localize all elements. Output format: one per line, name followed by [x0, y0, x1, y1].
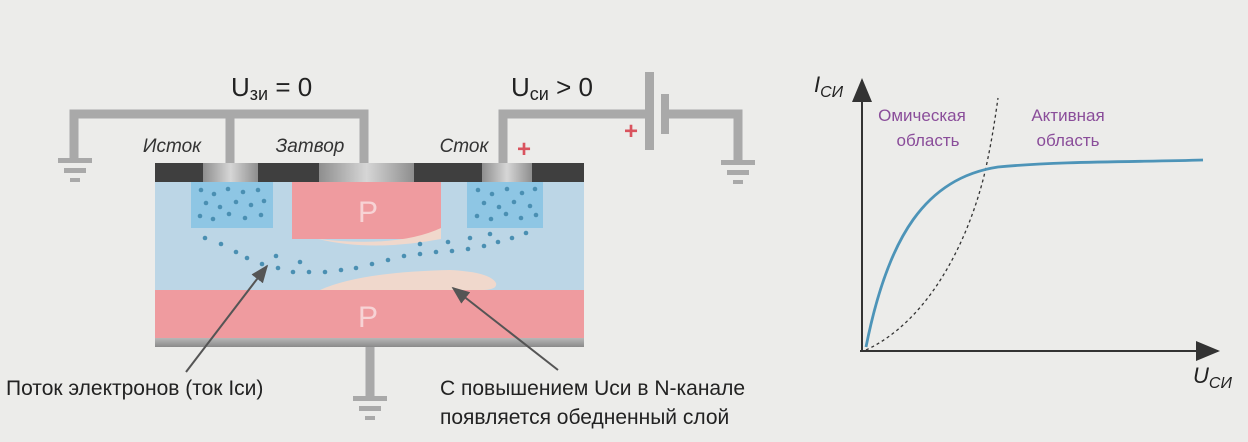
gate-voltage-label: Uзи = 0 — [231, 72, 312, 104]
electron-dot — [306, 269, 312, 275]
top-p-region — [292, 182, 441, 239]
electron-dot — [503, 211, 509, 217]
depletion-caption-line2: появляется обедненный слой — [440, 406, 729, 429]
electron-dot — [475, 187, 481, 193]
electron-dot — [489, 191, 495, 197]
electron-dot — [244, 255, 250, 261]
electron-dot — [210, 216, 216, 222]
ground-icon — [353, 396, 387, 420]
depletion-layer-top — [318, 228, 441, 246]
active-region-label-line2: область — [1037, 131, 1100, 150]
y-axis-label: IСИ — [814, 72, 844, 101]
electron-dot — [338, 267, 344, 273]
depletion-arrow — [451, 286, 559, 371]
electron-dot — [487, 231, 493, 237]
electron-dot — [481, 200, 487, 206]
electron-flow — [197, 186, 539, 275]
electron-dot — [369, 261, 375, 267]
electron-dot — [488, 216, 494, 222]
ground-icon — [721, 160, 755, 184]
transistor-body: P P — [155, 163, 584, 347]
electron-dot — [322, 269, 328, 275]
electron-dot — [445, 239, 451, 245]
electron-dot — [509, 235, 515, 241]
ground-icon — [58, 158, 92, 182]
ohmic-region-label-line2: область — [897, 131, 960, 150]
ohmic-region-label-line1: Омическая — [878, 106, 966, 125]
electron-dot — [202, 235, 208, 241]
electron-dot — [240, 189, 246, 195]
electron-dot — [353, 265, 359, 271]
top-p-label: P — [358, 196, 378, 229]
electron-dot — [226, 211, 232, 217]
electron-dot — [211, 191, 217, 197]
electron-dot — [401, 253, 407, 259]
electron-dot — [225, 186, 231, 192]
electron-dot — [218, 241, 224, 247]
substrate — [155, 338, 584, 347]
electron-dot — [511, 199, 517, 205]
electron-dot — [523, 230, 529, 236]
electron-dot — [203, 200, 209, 206]
electron-dot — [449, 248, 455, 254]
electron-dot — [518, 215, 524, 221]
gate-wire — [69, 109, 369, 164]
electron-dot — [417, 251, 423, 257]
electron-dot — [233, 199, 239, 205]
iv-graph: IСИ UСИ Омическая область Активная облас… — [814, 72, 1232, 392]
electron-dot — [273, 253, 279, 259]
electron-dot — [495, 239, 501, 245]
electron-dot — [290, 269, 296, 275]
electron-dot — [261, 198, 267, 204]
drain-voltage-label: Uси > 0 — [511, 72, 593, 104]
iv-curve — [864, 158, 1204, 348]
electron-dot — [198, 187, 204, 193]
drain-wire — [498, 109, 646, 164]
electron-dot — [258, 212, 264, 218]
source-region — [191, 182, 273, 228]
electron-dot — [385, 257, 391, 263]
battery-wire — [666, 109, 743, 160]
electron-dot — [474, 213, 480, 219]
bottom-p-label: P — [358, 301, 378, 334]
electron-dot — [217, 204, 223, 210]
source-label: Исток — [143, 136, 202, 157]
electron-dot — [532, 186, 538, 192]
x-axis-label: UСИ — [1193, 363, 1232, 392]
electron-dot — [527, 203, 533, 209]
depletion-layer-bottom — [320, 270, 497, 290]
bottom-p-region — [155, 290, 584, 338]
electron-dot — [259, 261, 265, 267]
electron-dot — [248, 202, 254, 208]
electron-dot — [433, 249, 439, 255]
active-region-label-line1: Активная — [1031, 106, 1104, 125]
electron-dot — [481, 243, 487, 249]
electron-dot — [504, 186, 510, 192]
electron-dot — [519, 190, 525, 196]
gate-label: Затвор — [276, 136, 345, 157]
electron-dot — [297, 259, 303, 265]
electron-flow-arrow — [185, 264, 269, 373]
battery-icon — [645, 72, 669, 150]
electron-dot — [275, 265, 281, 271]
electron-dot — [197, 213, 203, 219]
electron-dot — [465, 246, 471, 252]
electron-dot — [467, 235, 473, 241]
electron-dot — [255, 187, 261, 193]
drain-contact — [482, 163, 532, 182]
electron-dot — [417, 241, 423, 247]
source-contact — [203, 163, 258, 182]
wiring — [69, 109, 743, 396]
drain-label: Сток — [440, 136, 490, 157]
gate-contact — [319, 163, 414, 182]
drain-plus-sign: + — [517, 136, 531, 163]
electron-dot — [533, 212, 539, 218]
electron-dot — [242, 215, 248, 221]
electron-flow-caption: Поток электронов (ток Iси) — [6, 377, 263, 400]
electron-dot — [233, 249, 239, 255]
depletion-caption-line1: С повышением Uси в N-канале — [440, 377, 745, 400]
electron-dot — [496, 204, 502, 210]
battery-plus-sign: + — [624, 118, 638, 145]
